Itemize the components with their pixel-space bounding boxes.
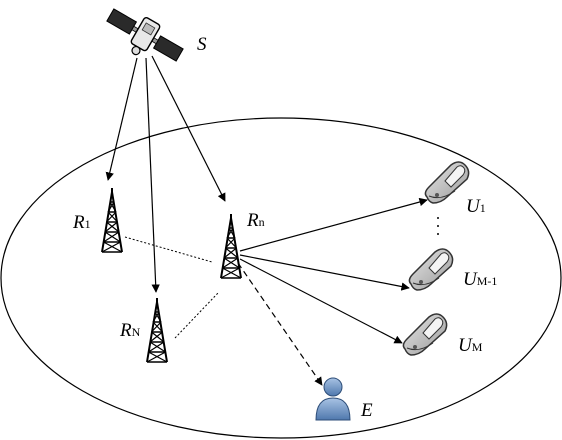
user-um1-label: UM-1 <box>463 269 497 290</box>
relay-rn-tower-icon <box>220 213 242 279</box>
link-s-rN <box>145 57 160 293</box>
user-u1-label: U1 <box>466 196 486 217</box>
link-rn-u1 <box>239 197 428 252</box>
link-rn-e <box>237 262 323 386</box>
user-u1-phone-icon <box>424 161 470 204</box>
link-rn-um1 <box>239 254 410 291</box>
dotted-link-r1-rn <box>124 236 213 263</box>
link-s-rn <box>151 55 226 202</box>
link-rn-um <box>239 258 403 344</box>
relay-r1-label: R1 <box>72 212 91 233</box>
eavesdropper-person-icon <box>315 377 351 421</box>
link-s-r1 <box>105 57 138 181</box>
relay-rN-label: RN <box>119 320 141 341</box>
relay-r1-tower-icon <box>101 187 123 253</box>
satellite-icon <box>106 8 184 62</box>
ellipsis-dots <box>437 217 439 235</box>
satellite-label: S <box>197 34 207 55</box>
eavesdropper-label: E <box>360 400 373 421</box>
user-um-phone-icon <box>402 313 448 356</box>
user-um1-phone-icon <box>408 248 454 291</box>
user-um-label: UM <box>458 335 483 356</box>
relay-rn-label: Rn <box>246 210 265 231</box>
coverage-ellipse <box>0 117 562 439</box>
relay-rN-tower-icon <box>146 297 168 363</box>
dotted-link-rN-rn <box>174 292 219 339</box>
